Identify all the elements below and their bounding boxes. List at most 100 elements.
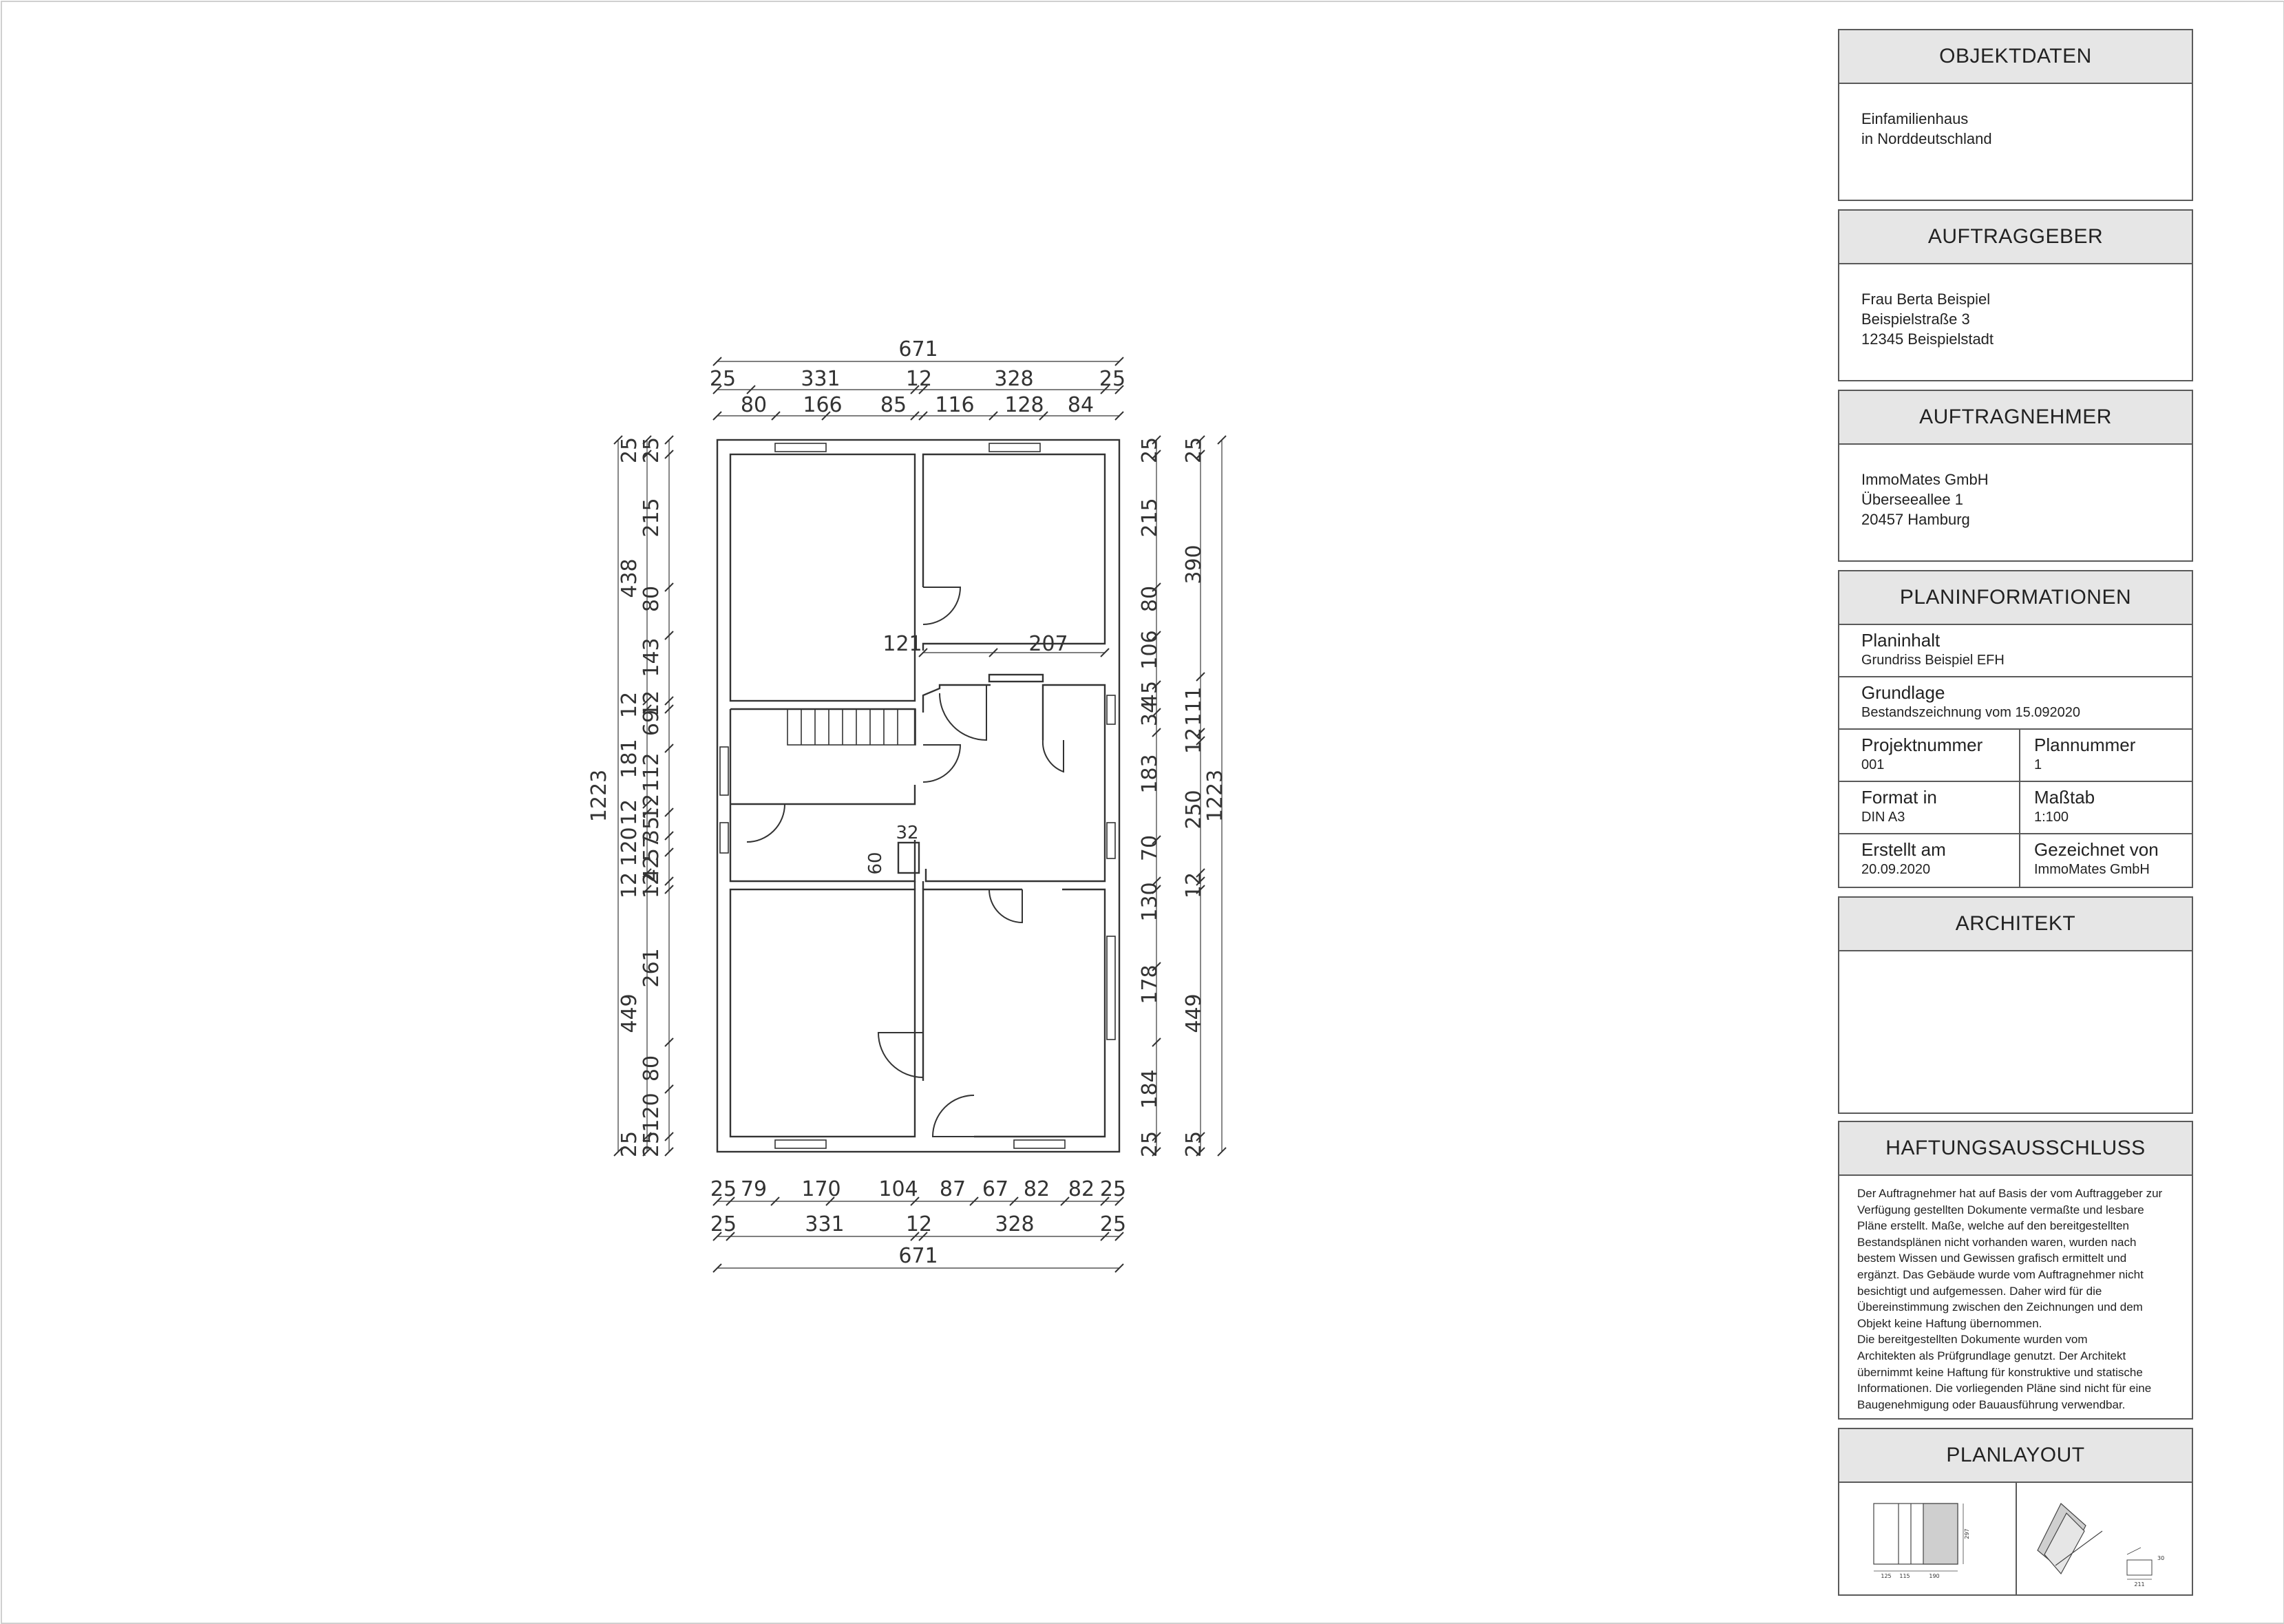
grundlage-label: Grundlage bbox=[1861, 682, 1945, 703]
svg-text:25: 25 bbox=[617, 437, 642, 463]
dim-text: 671 25 331 12 328 25 80 166 85 116 128 8… bbox=[710, 337, 1126, 1268]
svg-text:111: 111 bbox=[1182, 686, 1206, 726]
svg-text:184: 184 bbox=[1138, 1069, 1162, 1108]
planinhalt-label: Planinhalt bbox=[1861, 630, 1941, 651]
outer-wall bbox=[716, 439, 1121, 1153]
svg-text:87: 87 bbox=[940, 1177, 966, 1201]
svg-text:121: 121 bbox=[882, 632, 922, 656]
svg-text:106: 106 bbox=[1138, 630, 1162, 669]
grundlage-value: Bestandszeichnung vom 15.092020 bbox=[1861, 705, 2081, 720]
fold-pattern-diagram: 125 115 190 297 bbox=[1839, 1483, 2016, 1594]
door-hall-a bbox=[939, 685, 987, 741]
format-value: DIN A3 bbox=[1861, 810, 1905, 825]
svg-text:57: 57 bbox=[639, 835, 664, 861]
svg-text:328: 328 bbox=[995, 1212, 1034, 1236]
dim-right-total: 1223 bbox=[1203, 770, 1227, 822]
svg-text:438: 438 bbox=[617, 558, 642, 598]
svg-text:35: 35 bbox=[639, 816, 664, 843]
erstellt-label: Erstellt am bbox=[1861, 839, 1946, 860]
svg-text:25: 25 bbox=[1100, 1212, 1126, 1236]
svg-text:183: 183 bbox=[1138, 754, 1162, 793]
svg-text:25: 25 bbox=[710, 367, 736, 391]
svg-text:250: 250 bbox=[1182, 790, 1206, 829]
stairs bbox=[787, 708, 916, 746]
architekt-title: ARCHITEKT bbox=[1839, 898, 2192, 951]
svg-text:25: 25 bbox=[1182, 1131, 1206, 1157]
svg-text:84: 84 bbox=[1068, 393, 1094, 417]
svg-text:12: 12 bbox=[906, 367, 932, 391]
svg-text:115: 115 bbox=[1899, 1573, 1910, 1579]
svg-text:80: 80 bbox=[741, 393, 767, 417]
svg-text:79: 79 bbox=[741, 1177, 767, 1201]
fold-pattern-svg: 125 115 190 297 bbox=[1873, 1503, 1970, 1579]
svg-text:449: 449 bbox=[617, 993, 642, 1033]
door-bottom-left bbox=[877, 1032, 924, 1078]
svg-text:128: 128 bbox=[1004, 393, 1044, 417]
svg-text:82: 82 bbox=[1024, 1177, 1050, 1201]
auftraggeber-title: AUFTRAGGEBER bbox=[1839, 211, 2192, 264]
svg-text:25: 25 bbox=[617, 1131, 642, 1157]
door-stair-room bbox=[746, 803, 786, 843]
planlayout-title: PLANLAYOUT bbox=[1839, 1429, 2192, 1483]
svg-text:45: 45 bbox=[1138, 681, 1162, 707]
auftragnehmer-title: AUFTRAGNEHMER bbox=[1839, 391, 2192, 445]
objektdaten-box: OBJEKTDATEN Einfamilienhaus in Norddeuts… bbox=[1838, 29, 2193, 201]
svg-text:207: 207 bbox=[1028, 632, 1068, 656]
door-hall-b bbox=[1041, 739, 1064, 773]
hall-niche bbox=[988, 673, 1044, 683]
room-top-right bbox=[922, 453, 1106, 651]
svg-text:112: 112 bbox=[639, 752, 664, 792]
svg-text:190: 190 bbox=[1929, 1573, 1939, 1579]
svg-text:143: 143 bbox=[639, 637, 664, 677]
room-top-left bbox=[729, 453, 916, 702]
dim-top-total: 671 bbox=[898, 337, 938, 361]
floor-plan-walls bbox=[716, 439, 1121, 1153]
stair-room-divider bbox=[730, 785, 916, 805]
svg-text:12: 12 bbox=[639, 872, 664, 898]
dimension-ticks bbox=[613, 357, 1227, 1273]
auftragnehmer-box: AUFTRAGNEHMER ImmoMates GmbH Überseealle… bbox=[1838, 390, 2193, 562]
haftungsausschluss-title: HAFTUNGSAUSSCHLUSS bbox=[1839, 1122, 2192, 1176]
svg-text:69: 69 bbox=[639, 710, 664, 736]
door-top-right bbox=[922, 587, 962, 625]
svg-text:120: 120 bbox=[639, 1093, 664, 1132]
gezeichnet-label: Gezeichnet von bbox=[2034, 839, 2159, 860]
svg-text:12: 12 bbox=[639, 794, 664, 820]
plannummer-label: Plannummer bbox=[2034, 735, 2136, 755]
svg-text:82: 82 bbox=[1068, 1177, 1095, 1201]
stair-room-top bbox=[730, 708, 916, 745]
planinhalt-value: Grundriss Beispiel EFH bbox=[1861, 653, 2005, 668]
svg-text:70: 70 bbox=[1138, 835, 1162, 861]
doors bbox=[746, 587, 1064, 1137]
svg-text:30: 30 bbox=[2157, 1555, 2164, 1561]
svg-text:181: 181 bbox=[617, 739, 642, 778]
svg-text:261: 261 bbox=[639, 948, 664, 987]
dimension-lines bbox=[617, 361, 1223, 1269]
dim-left-total: 1223 bbox=[587, 770, 611, 822]
svg-text:25: 25 bbox=[1138, 1131, 1162, 1157]
entry-door bbox=[931, 1095, 975, 1137]
svg-text:120: 120 bbox=[617, 827, 642, 866]
door-bottom-right bbox=[988, 889, 1023, 924]
svg-text:166: 166 bbox=[803, 393, 842, 417]
svg-text:25: 25 bbox=[1138, 437, 1162, 463]
gezeichnet-value: ImmoMates GmbH bbox=[2034, 862, 2150, 877]
svg-text:25: 25 bbox=[639, 437, 664, 463]
auftraggeber-text: Frau Berta Beispiel Beispielstraße 3 123… bbox=[1861, 291, 1994, 348]
hall-outline bbox=[924, 684, 1106, 883]
shaft bbox=[897, 841, 920, 874]
folded-sheet-svg: 30 211 bbox=[2037, 1503, 2164, 1588]
dim-text-vertical: 1223 25 438 12 181 12 120 12 449 25 25 2… bbox=[587, 437, 1227, 1157]
planinformationen-box: PLANINFORMATIONEN Planinhalt Grundriss B… bbox=[1838, 570, 2193, 888]
haftungsausschluss-text: Der Auftragnehmer hat auf Basis der vom … bbox=[1857, 1187, 2163, 1411]
svg-text:390: 390 bbox=[1182, 545, 1206, 584]
svg-text:32: 32 bbox=[896, 823, 918, 843]
svg-text:12: 12 bbox=[617, 799, 642, 825]
planinformationen-title: PLANINFORMATIONEN bbox=[1839, 571, 2192, 625]
svg-text:85: 85 bbox=[880, 393, 907, 417]
svg-text:215: 215 bbox=[1138, 498, 1162, 537]
svg-text:12: 12 bbox=[906, 1212, 932, 1236]
svg-text:12: 12 bbox=[639, 690, 664, 717]
svg-text:25: 25 bbox=[1099, 367, 1125, 391]
auftragnehmer-text: ImmoMates GmbH Überseeallee 1 20457 Hamb… bbox=[1861, 471, 1989, 528]
